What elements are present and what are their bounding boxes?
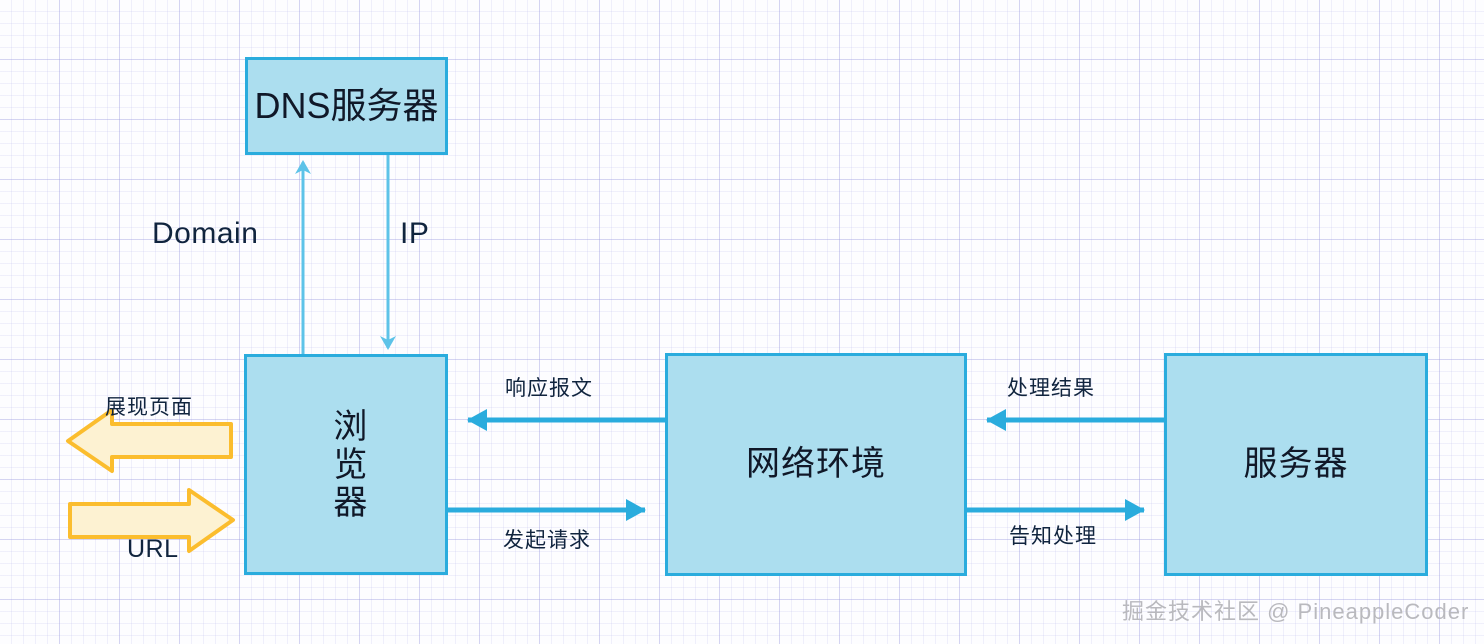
watermark: 掘金技术社区 @ PineappleCoder (1122, 599, 1470, 624)
node-dns-server[interactable]: DNS服务器 (245, 57, 448, 155)
node-server-label: 服务器 (1243, 444, 1349, 483)
edge-label-process-result: 处理结果 (1007, 377, 1095, 400)
edge-label-notify-process: 告知处理 (1009, 525, 1097, 548)
edge-label-ip: IP (400, 217, 430, 250)
edge-label-send-request: 发起请求 (503, 529, 591, 552)
node-server[interactable]: 服务器 (1164, 353, 1428, 576)
edge-label-url: URL (127, 535, 179, 563)
node-network-environment[interactable]: 网络环境 (665, 353, 967, 576)
node-network-environment-label: 网络环境 (746, 444, 886, 483)
node-dns-server-label: DNS服务器 (254, 85, 439, 127)
node-browser-label: 浏览器 (327, 407, 366, 522)
edge-label-response-message: 响应报文 (505, 377, 593, 400)
edge-label-domain: Domain (152, 217, 259, 250)
block-arrow-url (68, 488, 235, 553)
edge-label-show-page: 展现页面 (105, 396, 193, 419)
block-arrow-show-page (66, 408, 233, 473)
node-browser[interactable]: 浏览器 (244, 354, 448, 575)
